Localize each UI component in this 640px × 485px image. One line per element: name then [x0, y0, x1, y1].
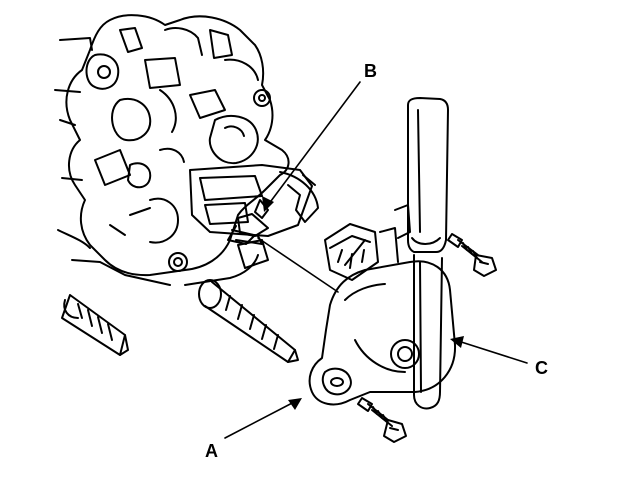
callout-leaders [224, 81, 528, 439]
arrowhead-c [450, 336, 464, 348]
arrowhead-b [262, 196, 274, 212]
bolt-lower-right [357, 397, 407, 443]
connector-b [189, 164, 319, 245]
bolt-upper-right [447, 233, 497, 277]
arrowhead-a [288, 398, 302, 410]
alignment-line [257, 237, 339, 293]
leader-line-c [454, 339, 528, 364]
callout-label-b: B [364, 61, 377, 81]
tapered-bolt-left [61, 294, 129, 356]
tapered-bolt-middle [198, 279, 299, 363]
transmission-range-sensor-a [308, 204, 457, 406]
callout-label-a: A [205, 441, 218, 461]
callout-arrowheads [262, 196, 464, 410]
special-tool-c [407, 97, 449, 410]
leader-line-a [224, 399, 299, 439]
leader-line-b [267, 81, 361, 206]
transmission-housing [54, 14, 290, 286]
callout-label-c: C [535, 358, 548, 378]
